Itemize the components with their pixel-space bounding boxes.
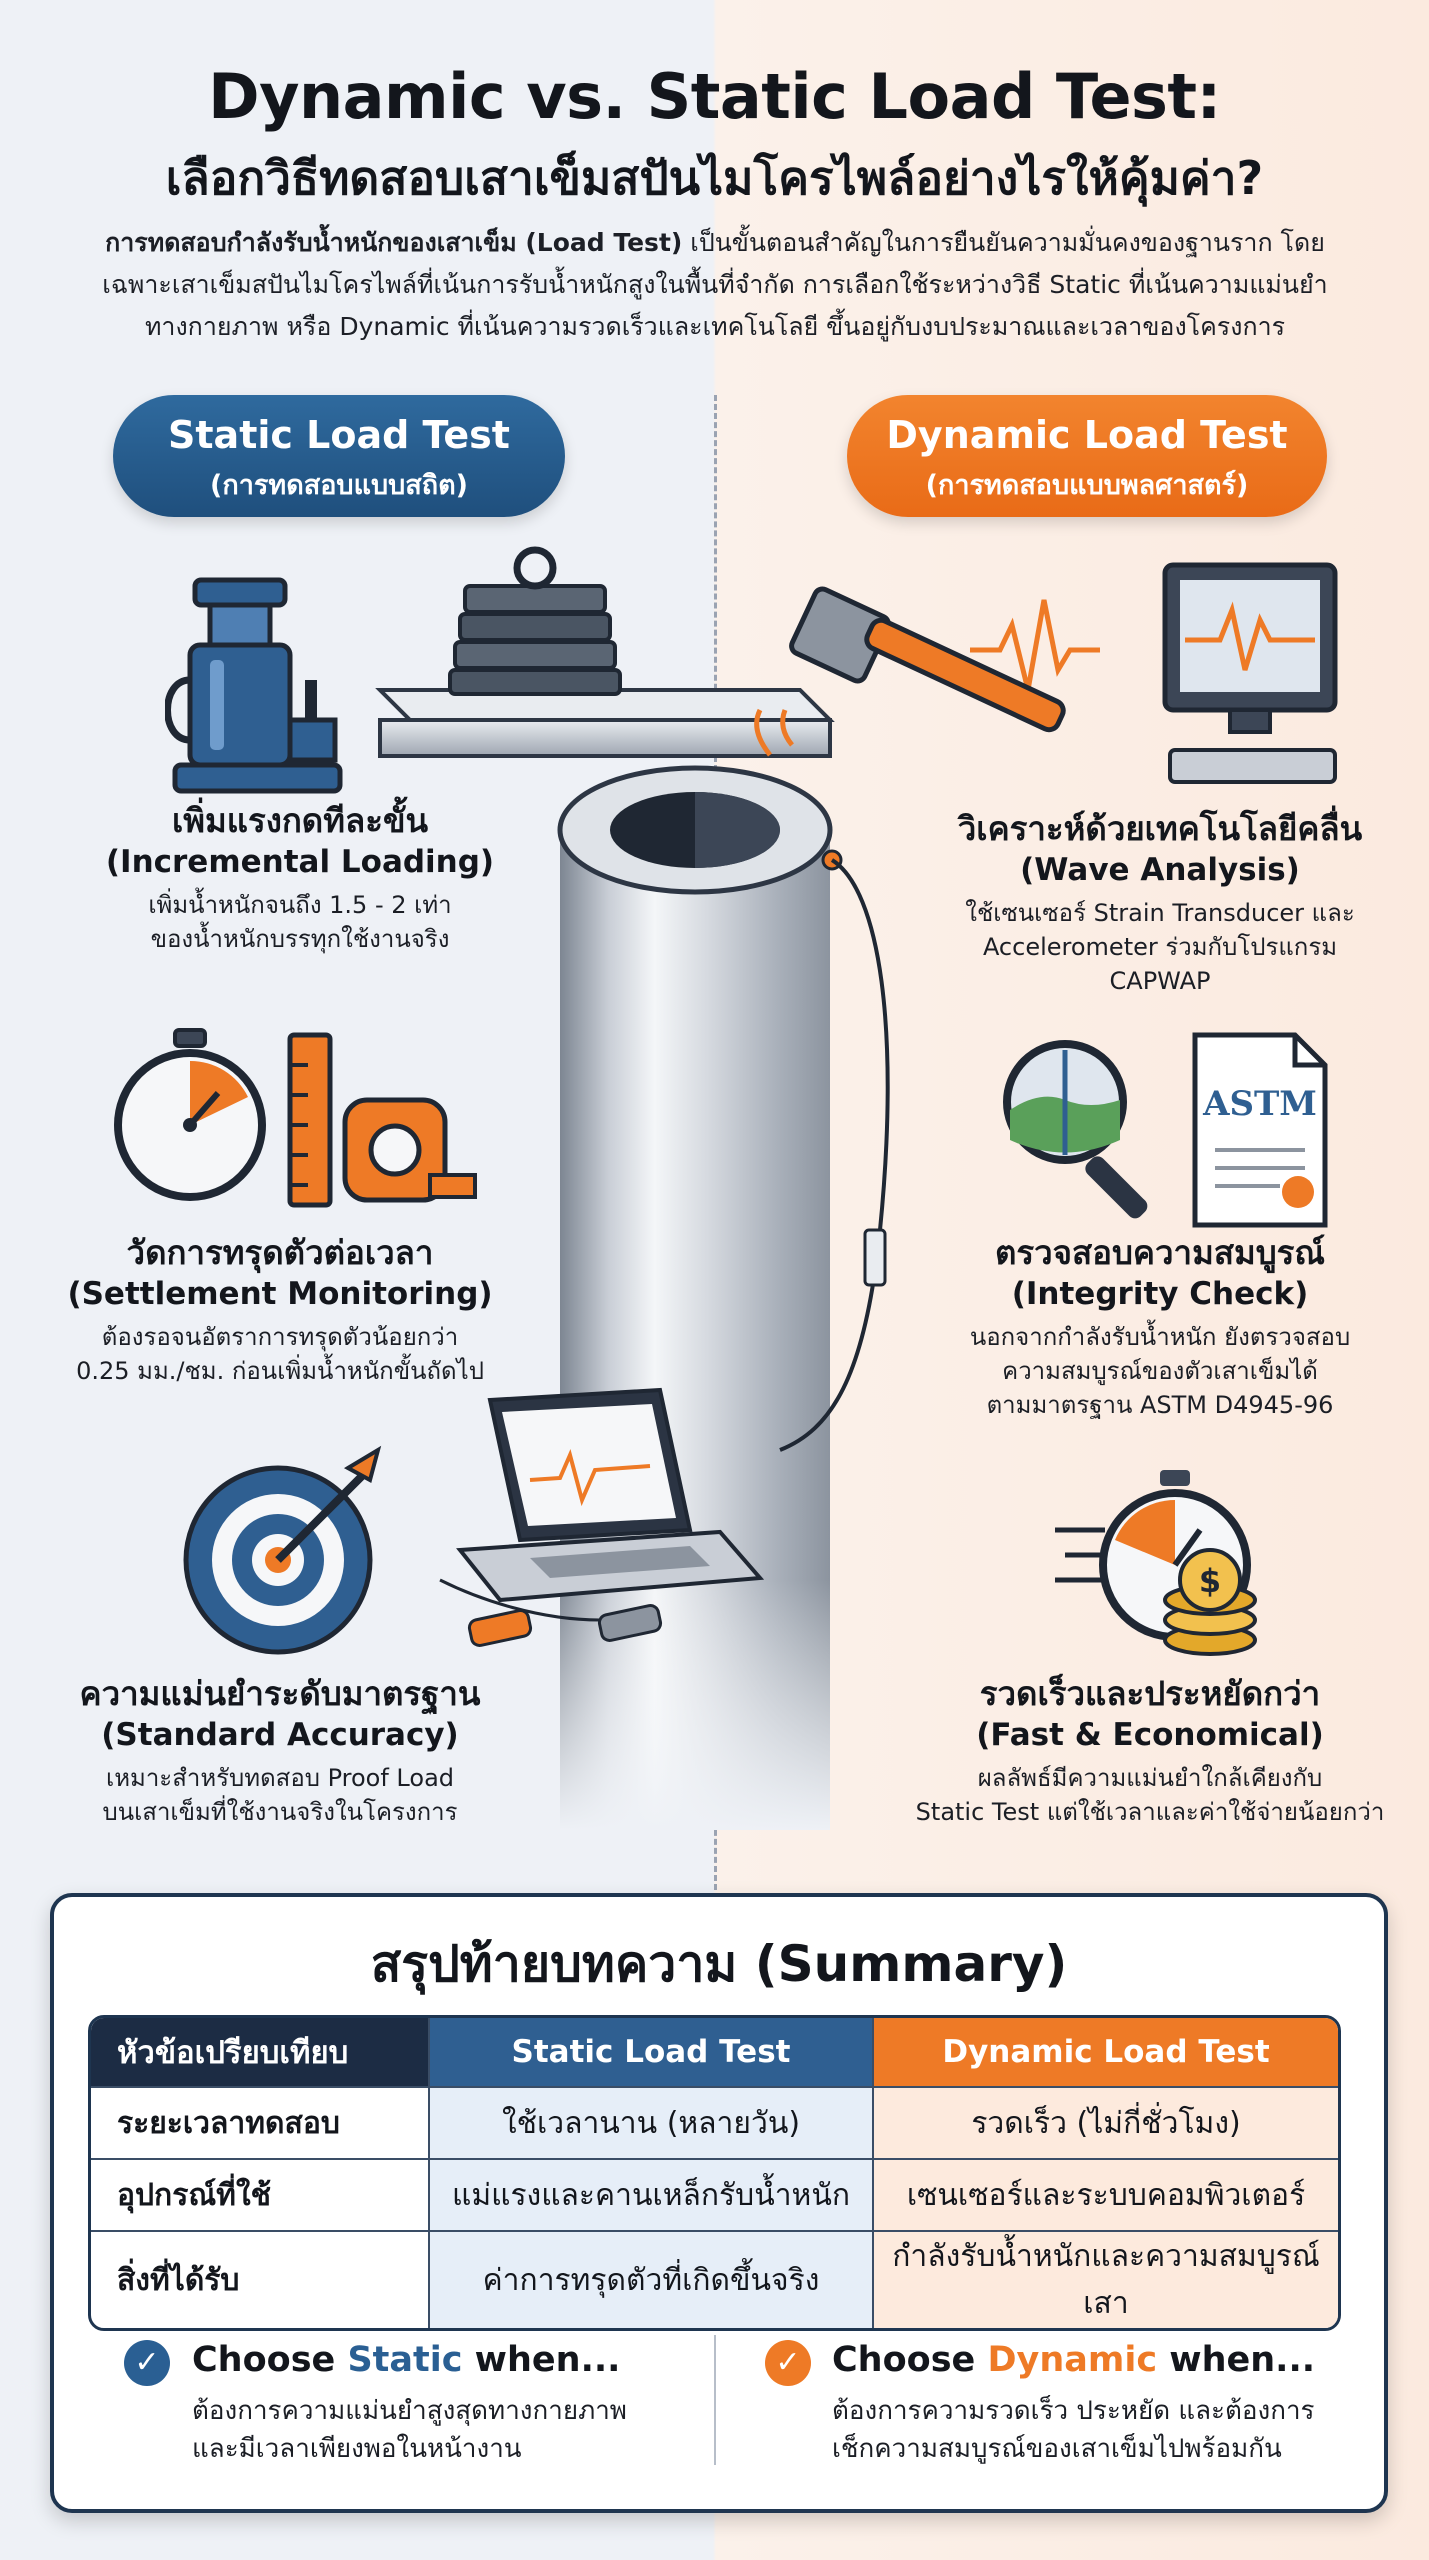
choose-description-line: เช็กความสมบูรณ์ของเสาเข็มไปพร้อมกัน	[832, 2434, 1282, 2464]
feature-description-line: 0.25 มม./ชม. ก่อนเพิ่มน้ำหนักขั้นถัดไป	[76, 1357, 484, 1385]
static-load-test-pill: Static Load Test (การทดสอบแบบสถิต)	[113, 395, 565, 517]
table-cell-dynamic: กำลังรับน้ำหนักและความสมบูรณ์เสา	[872, 2230, 1338, 2328]
comparison-table: หัวข้อเปรียบเทียบ Static Load Test Dynam…	[88, 2015, 1341, 2331]
stacked-weights-icon	[448, 546, 622, 696]
feature-description-line: ความสมบูรณ์ของตัวเสาเข็มได้	[1002, 1357, 1318, 1385]
choose-static-description: ต้องการความแม่นยำสูงสุดทางกายภาพ และมีเว…	[192, 2392, 692, 2468]
stopwatch-ruler-tape-icon	[114, 1028, 477, 1208]
coins-icon: $	[1163, 1548, 1257, 1656]
static-pill-subtitle: (การทดสอบแบบสถิต)	[210, 470, 468, 501]
dynamic-feature-integrity-check: ตรวจสอบความสมบูรณ์ (Integrity Check) นอก…	[900, 1232, 1420, 1422]
intro-paragraph: การทดสอบกำลังรับน้ำหนักของเสาเข็ม (Load …	[90, 222, 1340, 348]
table-cell-dynamic: รวดเร็ว (ไม่กี่ชั่วโมง)	[872, 2086, 1338, 2158]
feature-title: รวดเร็วและประหยัดกว่า	[979, 1674, 1321, 1713]
feature-description-line: ต้องรอจนอัตราการทรุดตัวน้อยกว่า	[101, 1323, 459, 1351]
table-cell-static: แม่แรงและคานเหล็กรับน้ำหนัก	[428, 2158, 872, 2230]
feature-subtitle: (Settlement Monitoring)	[67, 1276, 493, 1312]
feature-subtitle: (Standard Accuracy)	[101, 1717, 459, 1753]
page-subtitle: เลือกวิธีทดสอบเสาเข็มสปันไมโครไพล์อย่างไ…	[165, 151, 1264, 205]
choose-description-line: ต้องการความรวดเร็ว ประหยัด และต้องการ	[832, 2396, 1315, 2426]
choose-description-line: และมีเวลาเพียงพอในหน้างาน	[192, 2434, 522, 2464]
static-pill-title: Static Load Test	[168, 413, 510, 457]
feature-title: ความแม่นยำระดับมาตรฐาน	[79, 1674, 481, 1713]
page-title: Dynamic vs. Static Load Test:	[208, 60, 1221, 133]
intro-bold-text: การทดสอบกำลังรับน้ำหนักของเสาเข็ม (Load …	[105, 228, 683, 257]
hammer-icon	[789, 586, 1066, 733]
table-cell-dynamic: เซนเซอร์และระบบคอมพิวเตอร์	[872, 2158, 1338, 2230]
choose-description-line: ต้องการความแม่นยำสูงสุดทางกายภาพ	[192, 2396, 627, 2426]
table-cell-topic: อุปกรณ์ที่ใช้	[91, 2158, 428, 2230]
checkmark-icon: ✓	[124, 2340, 170, 2386]
astm-logo-label: ASTM	[1202, 1084, 1317, 1124]
table-header-static: Static Load Test	[428, 2018, 872, 2086]
feature-description-line: ใช้เซนเซอร์ Strain Transducer และ	[965, 899, 1355, 927]
feature-subtitle: (Incremental Loading)	[105, 844, 495, 880]
feature-description-line: Accelerometer ร่วมกับโปรแกรม	[982, 933, 1338, 961]
feature-title: วัดการทรุดตัวต่อเวลา	[126, 1233, 434, 1272]
choose-prefix: Choose	[192, 2340, 348, 2380]
feature-title: เพิ่มแรงกดทีละขั้น	[171, 801, 429, 840]
feature-description-line: ตามมาตรฐาน ASTM D4945-96	[986, 1391, 1334, 1419]
feature-title: วิเคราะห์ด้วยเทคโนโลยีคลื่น	[957, 809, 1363, 848]
table-row: สิ่งที่ได้รับ ค่าการทรุดตัวที่เกิดขึ้นจร…	[91, 2230, 1338, 2328]
choose-dynamic-heading: Choose Dynamic when...	[832, 2340, 1315, 2380]
dynamic-pill-title: Dynamic Load Test	[886, 413, 1288, 457]
feature-description-line: นอกจากกำลังรับน้ำหนัก ยังตรวจสอบ	[969, 1323, 1351, 1351]
feature-description-line: บนเสาเข็มที่ใช้งานจริงในโครงการ	[102, 1798, 458, 1826]
hammer-monitor-icon	[754, 562, 1338, 784]
feature-subtitle: (Wave Analysis)	[1020, 852, 1300, 888]
table-cell-topic: ระยะเวลาทดสอบ	[91, 2086, 428, 2158]
feature-title: ตรวจสอบความสมบูรณ์	[995, 1233, 1325, 1272]
target-arrow-icon	[183, 1445, 382, 1655]
choose-dynamic-word: Dynamic	[987, 2340, 1158, 2380]
feature-description-line: Static Test แต่ใช้เวลาและค่าใช้จ่ายน้อยก…	[915, 1798, 1385, 1826]
feature-description-line: CAPWAP	[1109, 967, 1211, 995]
laptop-icon	[456, 1387, 765, 1603]
spun-micropile-illustration	[375, 546, 890, 1830]
choose-suffix: when...	[1157, 2340, 1316, 2380]
feature-subtitle: (Fast & Economical)	[976, 1717, 1324, 1753]
dynamic-load-test-pill: Dynamic Load Test (การทดสอบแบบพลศาสตร์)	[847, 395, 1327, 517]
table-header-topic: หัวข้อเปรียบเทียบ	[91, 2018, 428, 2086]
feature-description-line: เพิ่มน้ำหนักจนถึง 1.5 - 2 เท่า	[148, 891, 452, 919]
static-feature-settlement-monitoring: วัดการทรุดตัวต่อเวลา (Settlement Monitor…	[15, 1232, 545, 1388]
choose-prefix: Choose	[832, 2340, 988, 2380]
choose-divider	[714, 2335, 716, 2465]
table-row: ระยะเวลาทดสอบ ใช้เวลานาน (หลายวัน) รวดเร…	[91, 2086, 1338, 2158]
choose-dynamic-description: ต้องการความรวดเร็ว ประหยัด และต้องการ เช…	[832, 2392, 1352, 2468]
table-cell-static: ใช้เวลานาน (หลายวัน)	[428, 2086, 872, 2158]
table-cell-topic: สิ่งที่ได้รับ	[91, 2230, 428, 2328]
feature-description-line: เหมาะสำหรับทดสอบ Proof Load	[105, 1764, 455, 1792]
stopwatch-coins-icon: $	[1055, 1470, 1257, 1656]
checkmark-icon: ✓	[765, 2340, 811, 2386]
dynamic-feature-fast-economical: รวดเร็วและประหยัดกว่า (Fast & Economical…	[880, 1673, 1420, 1829]
table-cell-static: ค่าการทรุดตัวที่เกิดขึ้นจริง	[428, 2230, 872, 2328]
feature-subtitle: (Integrity Check)	[1011, 1276, 1309, 1312]
intro-text: เป็นขั้นตอนสำคัญในการยืนยันความมั่นคงของ…	[102, 228, 1328, 341]
hydraulic-jack-icon	[165, 577, 343, 794]
feature-description-line: ผลลัพธ์มีความแม่นยำใกล้เคียงกับ	[977, 1764, 1323, 1792]
choose-suffix: when...	[462, 2340, 621, 2380]
static-feature-incremental-loading: เพิ่มแรงกดทีละขั้น (Incremental Loading)…	[40, 800, 560, 956]
dynamic-pill-subtitle: (การทดสอบแบบพลศาสตร์)	[925, 470, 1249, 501]
dynamic-feature-wave-analysis: วิเคราะห์ด้วยเทคโนโลยีคลื่น (Wave Analys…	[900, 808, 1420, 998]
table-row: อุปกรณ์ที่ใช้ แม่แรงและคานเหล็กรับน้ำหนั…	[91, 2158, 1338, 2230]
summary-title: สรุปท้ายบทความ (Summary)	[370, 1935, 1068, 1993]
table-header-dynamic: Dynamic Load Test	[872, 2018, 1338, 2086]
dollar-sign-label: $	[1199, 1562, 1221, 1600]
static-feature-standard-accuracy: ความแม่นยำระดับมาตรฐาน (Standard Accurac…	[0, 1673, 560, 1829]
feature-description-line: ของน้ำหนักบรรทุกใช้งานจริง	[150, 925, 450, 953]
choose-static-word: Static	[347, 2340, 463, 2380]
table-header-row: หัวข้อเปรียบเทียบ Static Load Test Dynam…	[91, 2018, 1338, 2086]
computer-monitor-icon	[1162, 562, 1338, 784]
choose-static-heading: Choose Static when...	[192, 2340, 620, 2380]
magnifier-astm-document-icon: ASTM	[1003, 1032, 1328, 1228]
